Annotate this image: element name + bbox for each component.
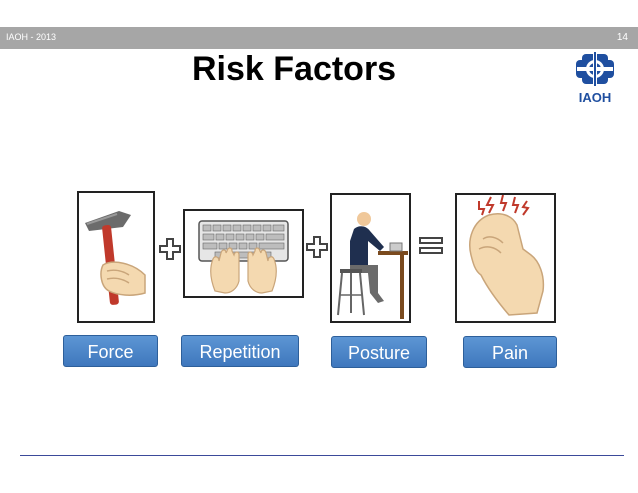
footer-rule	[20, 455, 624, 456]
force-panel	[77, 191, 155, 323]
pain-panel	[455, 193, 556, 323]
header-org: IAOH - 2013	[6, 32, 57, 42]
plus-icon	[159, 238, 181, 260]
plus-icon	[306, 236, 328, 258]
header-bar: IAOH - 2013 14	[0, 27, 638, 49]
slide-title: Risk Factors	[192, 50, 397, 88]
painful-hand-icon	[469, 194, 545, 316]
posture-panel	[330, 193, 411, 323]
hammer-icon	[85, 211, 146, 305]
repetition-panel	[183, 209, 304, 298]
seated-worker-icon	[337, 212, 408, 319]
equals-icon	[419, 237, 443, 254]
keyboard-typing-icon	[198, 220, 289, 294]
force-label: Force	[63, 335, 158, 367]
logo-text: IAOH	[578, 90, 612, 105]
posture-label: Posture	[331, 336, 427, 368]
repetition-label: Repetition	[181, 335, 299, 367]
page-number: 14	[616, 32, 628, 43]
iaoh-emblem-icon	[576, 51, 614, 87]
iaoh-logo: IAOH	[570, 50, 620, 106]
pain-label: Pain	[463, 336, 557, 368]
